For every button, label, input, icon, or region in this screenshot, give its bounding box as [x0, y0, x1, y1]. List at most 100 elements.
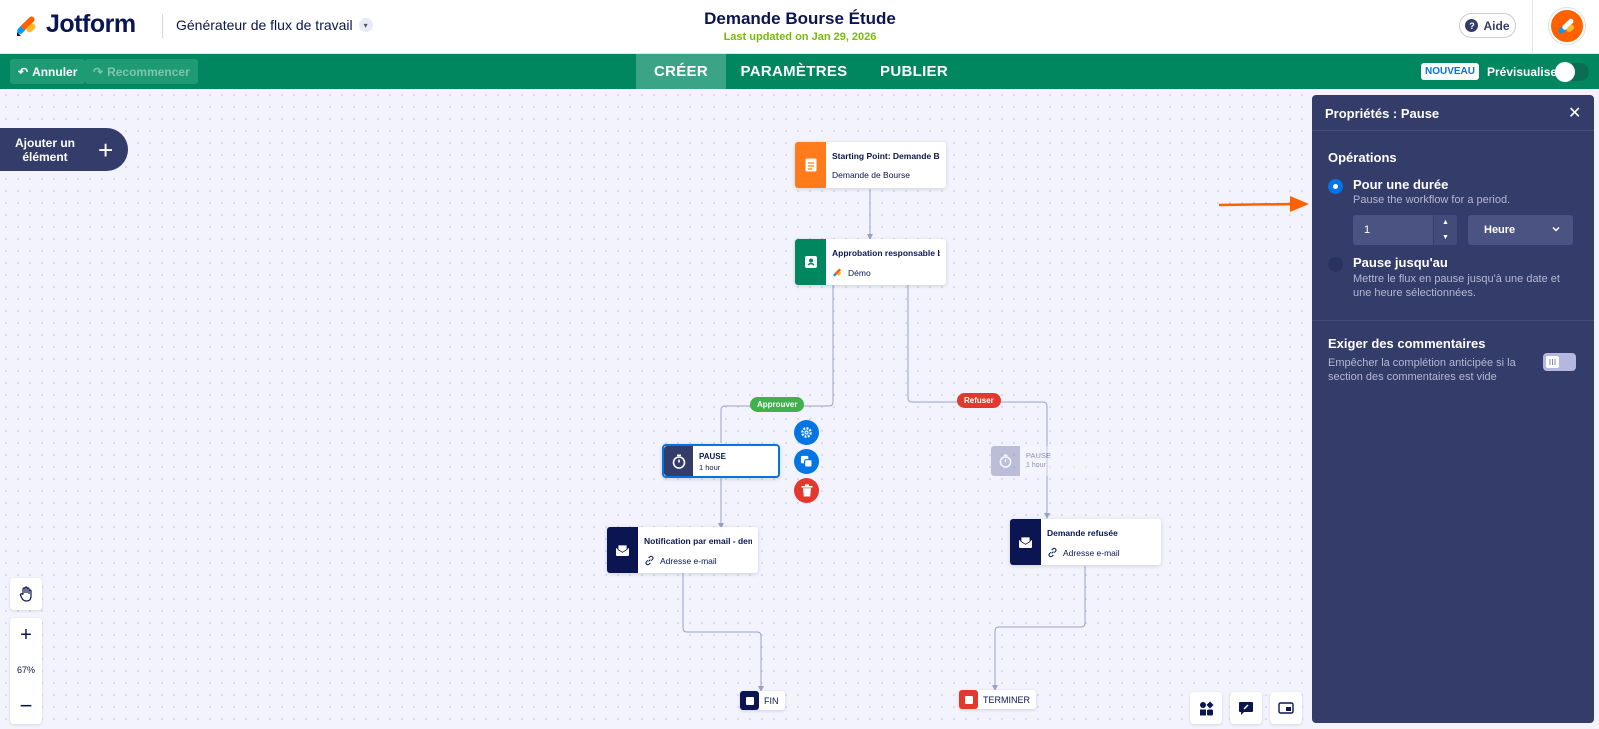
workflow-canvas[interactable]	[0, 89, 1312, 729]
jotform-logo-icon	[17, 15, 36, 36]
toggle-knob	[1546, 356, 1559, 368]
tab-create-label: CRÉER	[653, 63, 708, 80]
start-node-subtitle: Demande de Bourse	[832, 170, 910, 180]
email-approve-node[interactable]: Notification par email - dema... Adresse…	[607, 527, 758, 573]
chevron-down-icon: ▾	[358, 18, 373, 32]
require-comments-toggle[interactable]	[1543, 353, 1576, 371]
link-icon	[1048, 547, 1057, 558]
add-element-label: Ajouter un élément	[15, 135, 75, 164]
redo-icon: ↷	[93, 64, 104, 79]
tab-create[interactable]: CRÉER	[636, 54, 726, 89]
panel-title: Propriétés : Pause	[1325, 106, 1440, 121]
duration-value: 1	[1364, 224, 1371, 236]
help-label: Aide	[1483, 18, 1510, 33]
approval-node-title: Approbation responsable bo...	[832, 248, 940, 258]
stop-icon	[740, 691, 759, 710]
end-node-terminer[interactable]: TERMINER	[959, 690, 1036, 709]
email-approve-title: Notification par email - dema...	[644, 536, 752, 546]
email-refuse-title: Demande refusée	[1047, 528, 1118, 538]
email-refuse-subtitle: Adresse e-mail	[1063, 547, 1120, 558]
help-button[interactable]: ? Aide	[1459, 13, 1516, 38]
panel-divider	[1312, 320, 1594, 321]
undo-icon: ↶	[18, 64, 29, 79]
properties-panel: Propriétés : Pause ✕ Opérations Pour une…	[1312, 95, 1594, 723]
pause-node-selected[interactable]: PAUSE 1 hour	[662, 444, 780, 478]
link-icon	[645, 555, 654, 566]
approve-branch-label[interactable]: Approuver	[750, 397, 805, 412]
chat-edit-icon	[1239, 701, 1253, 715]
option-duration-title[interactable]: Pour une durée	[1353, 177, 1449, 192]
annotation-arrow-icon	[1218, 196, 1309, 212]
start-node-title: Starting Point: Demande Bou...	[832, 151, 940, 161]
node-settings-button[interactable]	[794, 420, 819, 445]
add-element-button[interactable]: Ajouter un élément +	[0, 128, 128, 171]
email-icon	[607, 527, 638, 573]
plus-icon: +	[20, 623, 32, 646]
pause-ghost-subtitle: 1 hour	[1026, 462, 1046, 469]
form-title[interactable]: Demande Bourse Étude	[704, 9, 896, 28]
user-avatar[interactable]	[1549, 8, 1585, 44]
duration-stepper[interactable]: ▲ ▼	[1433, 215, 1457, 245]
brand-name: Jotform	[46, 10, 136, 38]
tab-publish[interactable]: PUBLIER	[862, 54, 966, 89]
pan-hand-button[interactable]	[10, 578, 42, 610]
zoom-level: 67%	[16, 665, 35, 675]
stepper-down-icon[interactable]: ▼	[1442, 234, 1449, 241]
header-divider	[162, 14, 163, 38]
panel-header: Propriétés : Pause ✕	[1312, 95, 1594, 131]
node-duplicate-button[interactable]	[794, 449, 819, 474]
node-delete-button[interactable]	[794, 478, 819, 503]
stop-red-icon	[959, 690, 978, 709]
tab-publish-label: PUBLIER	[880, 63, 948, 80]
redo-button[interactable]: ↷ Recommencer	[85, 59, 198, 84]
builder-navbar: ↶ Annuler ↷ Recommencer CRÉER PARAMÈTRES…	[0, 54, 1599, 89]
email-refuse-node[interactable]: Demande refusée Adresse e-mail	[1010, 519, 1161, 565]
approval-node[interactable]: Approbation responsable bo... Démo	[795, 239, 946, 285]
undo-label: Annuler	[32, 64, 78, 79]
timer-ghost-icon	[991, 446, 1020, 476]
tab-settings-label: PARAMÈTRES	[740, 63, 848, 80]
close-icon[interactable]: ✕	[1568, 105, 1582, 122]
stepper-up-icon[interactable]: ▲	[1442, 219, 1449, 226]
feedback-button[interactable]	[1230, 692, 1262, 724]
header-divider-right	[1532, 0, 1533, 54]
radio-until[interactable]	[1328, 257, 1343, 272]
duration-unit-select[interactable]: Heure	[1468, 215, 1573, 245]
timer-icon	[664, 446, 693, 476]
zoom-controls: + 67% −	[10, 618, 42, 724]
end-terminer-label: TERMINER	[983, 694, 1030, 705]
approval-node-subtitle: Démo	[848, 267, 871, 278]
trash-icon	[801, 484, 812, 497]
new-badge: NOUVEAU	[1421, 63, 1480, 80]
pause-node-subtitle: 1 hour	[699, 463, 721, 472]
preview-label: Prévisualiser	[1487, 65, 1562, 79]
hand-icon	[19, 586, 32, 602]
pause-node-ghost[interactable]: PAUSE 1 hour	[991, 446, 1107, 476]
radio-duration[interactable]	[1328, 179, 1343, 194]
refuse-branch-label[interactable]: Refuser	[957, 393, 1001, 408]
zoom-in-button[interactable]: +	[10, 618, 42, 652]
require-comments-heading: Exiger des commentaires	[1328, 336, 1486, 351]
start-node[interactable]: Starting Point: Demande Bou... Demande d…	[795, 142, 946, 188]
workflow-builder-dropdown[interactable]: Générateur de flux de travail ▾	[176, 17, 373, 33]
require-comments-desc-1: Empêcher la complétion anticipée si la	[1328, 357, 1516, 369]
minimap-button[interactable]	[1270, 692, 1302, 724]
elements-button[interactable]	[1190, 692, 1222, 724]
zoom-out-button[interactable]: −	[10, 688, 42, 724]
form-title-block: Demande Bourse Étude Last updated on Jan…	[600, 9, 1000, 43]
question-icon: ?	[1465, 19, 1479, 32]
option-duration-subtitle: Pause the workflow for a period.	[1353, 194, 1511, 206]
jotform-logo[interactable]: Jotform	[14, 10, 136, 39]
undo-button[interactable]: ↶ Annuler	[10, 59, 86, 84]
end-node-fin[interactable]: FIN	[740, 691, 785, 710]
option-until-title[interactable]: Pause jusqu'au	[1353, 255, 1448, 270]
form-icon	[795, 142, 826, 188]
gear-icon	[801, 427, 812, 438]
connector-lines	[682, 189, 1086, 692]
jotform-small-icon	[833, 268, 842, 277]
preview-toggle[interactable]	[1555, 62, 1589, 82]
top-header: Jotform Générateur de flux de travail ▾ …	[0, 0, 1599, 54]
tab-settings[interactable]: PARAMÈTRES	[726, 54, 862, 89]
email-refuse-icon	[1010, 519, 1041, 565]
minus-icon: −	[19, 693, 33, 718]
